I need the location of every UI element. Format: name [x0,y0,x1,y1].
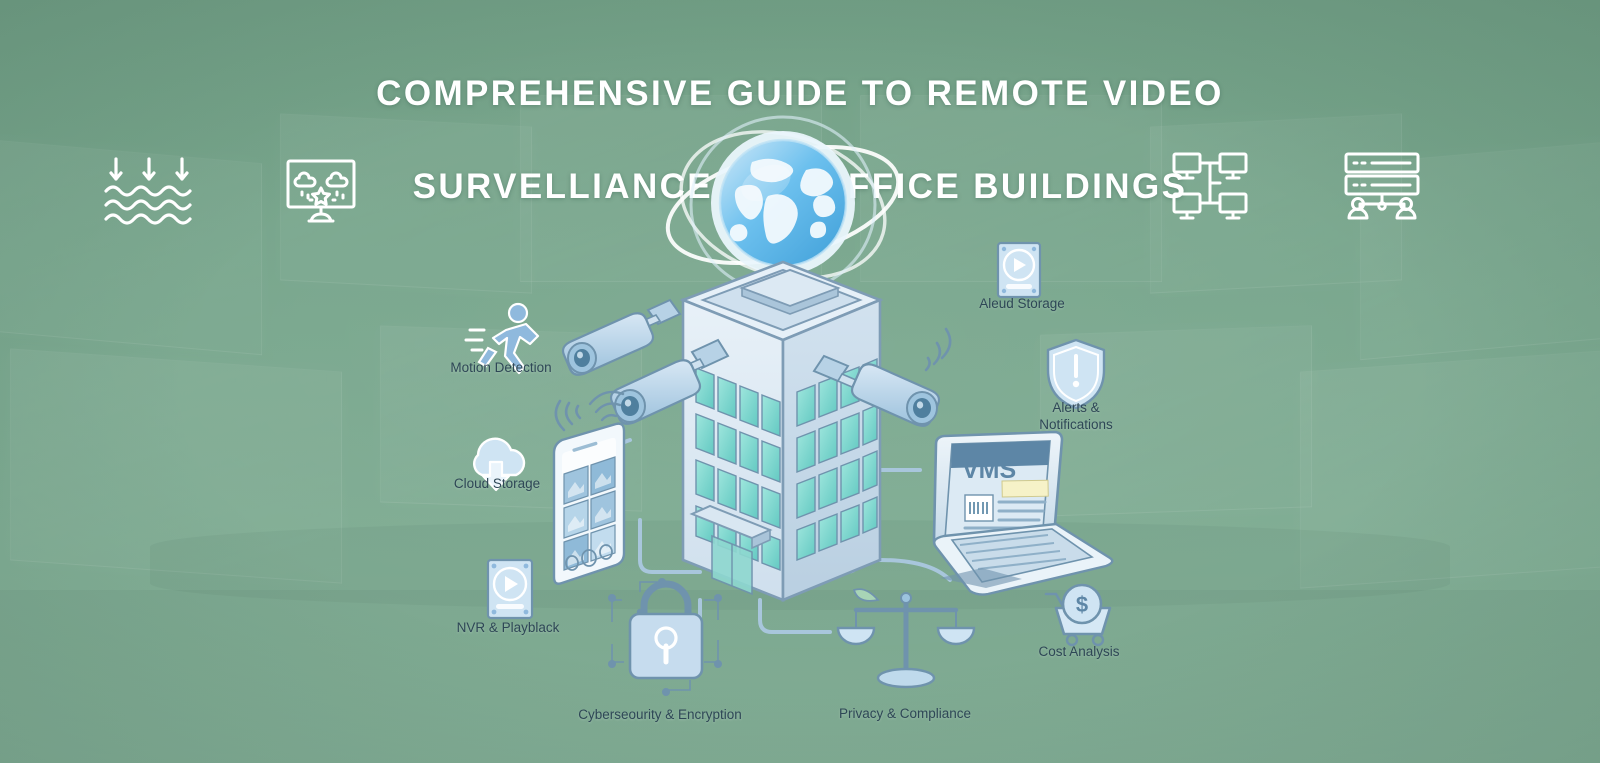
security-camera [554,338,730,432]
cart-dollar-icon: $ [1044,583,1112,647]
office-building [679,260,884,602]
wifi-icon [924,327,952,372]
building-windows-right [796,357,878,562]
security-camera [561,298,682,376]
security-camera [812,327,952,427]
server-users-icon [1344,152,1420,220]
monitor-weather-icon [285,158,357,226]
world-globe [665,115,901,295]
laptop-screen-title: VMS [962,456,1016,484]
smartphone-viewer[interactable] [552,390,626,585]
laptop-vms[interactable]: VMS [932,430,1114,596]
wifi-icon [588,390,625,422]
cloud-download-icon [473,437,526,492]
rain-waves-icon [104,155,194,225]
shield-alert-icon [1046,338,1106,410]
svg-text:$: $ [1076,592,1088,617]
network-monitors-icon [1172,152,1248,222]
wifi-icon [554,399,582,432]
nvr-play-icon [486,558,534,620]
drive-play-icon [996,241,1042,299]
padlock-network-icon [608,578,722,696]
scales-of-justice-icon [836,588,976,689]
running-person-icon [464,302,540,375]
